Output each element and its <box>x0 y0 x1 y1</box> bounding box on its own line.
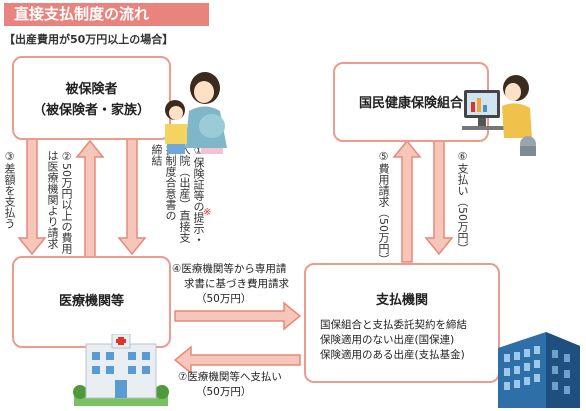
step4-label-line2: 求書に基づき費用請求 <box>184 278 289 290</box>
step1-note-mark: ※ <box>203 207 212 218</box>
hospital-label: 医療機関等 <box>58 294 124 309</box>
mother-child-illustration <box>165 72 227 154</box>
step2-label-col2: は医療機関より請求 <box>46 150 59 249</box>
payment-org-detail-3: 保険適用のある出産(支払基金) <box>320 349 465 361</box>
arrow-step7 <box>173 345 301 375</box>
hospital-box: 医療機関等 <box>12 256 171 348</box>
diagram-subtitle: 【出産費用が50万円以上の場合】 <box>4 33 174 46</box>
payment-org-box: 支払機関 国保組合と支払委託契約を締結 保険適用のない出産(国保連) 保険適用の… <box>304 263 500 383</box>
hospital-building-illustration <box>73 334 169 406</box>
step2-label-col1: ②50万円以上の費用 <box>60 150 73 254</box>
step7-label-line2: （50万円） <box>196 386 252 398</box>
arrow-step6 <box>424 137 454 256</box>
step7-label-line1: ⑦医療機関等へ支払い <box>178 371 282 383</box>
step3-label: ③差額を支払う <box>3 150 16 229</box>
insured-label: 被保険者 <box>65 82 118 97</box>
diagram-title: 直接支払制度の流れ <box>4 3 209 26</box>
arrow-step3 <box>17 137 47 256</box>
arrow-step2 <box>75 139 105 263</box>
step1-label-col3: 払制度合意書の <box>164 144 177 221</box>
insured-sublabel: （被保険者・家族） <box>32 103 150 118</box>
step4-label-line1: ④医療機関等から専用請 <box>172 263 287 275</box>
union-label: 国民健康保険組合 <box>358 96 463 111</box>
step6-label: ⑥支払い（50万円） <box>456 150 469 254</box>
step1-label-col2: 入院（出産）直接支 <box>178 144 191 243</box>
arrow-step4 <box>174 301 302 331</box>
union-box: 国民健康保険組合 <box>333 62 489 142</box>
payment-org-detail-1: 国保組合と支払委託契約を締結 <box>320 319 467 331</box>
step1-label-col4: 締結 <box>150 144 163 166</box>
staff-computer-illustration <box>462 75 536 156</box>
payment-org-label: 支払機関 <box>375 293 428 308</box>
office-building-illustration <box>498 332 580 408</box>
arrow-step5 <box>392 139 422 263</box>
arrow-step1 <box>117 137 147 256</box>
step1-label-col1: ①保険証等の提示・ <box>192 144 205 245</box>
insured-box: 被保険者 （被保険者・家族） <box>12 56 171 140</box>
step5-label: ⑤費用請求（50万円） <box>377 150 390 265</box>
payment-org-detail-2: 保険適用のない出産(国保連) <box>320 334 455 346</box>
step4-label-line3: （50万円） <box>196 293 252 305</box>
